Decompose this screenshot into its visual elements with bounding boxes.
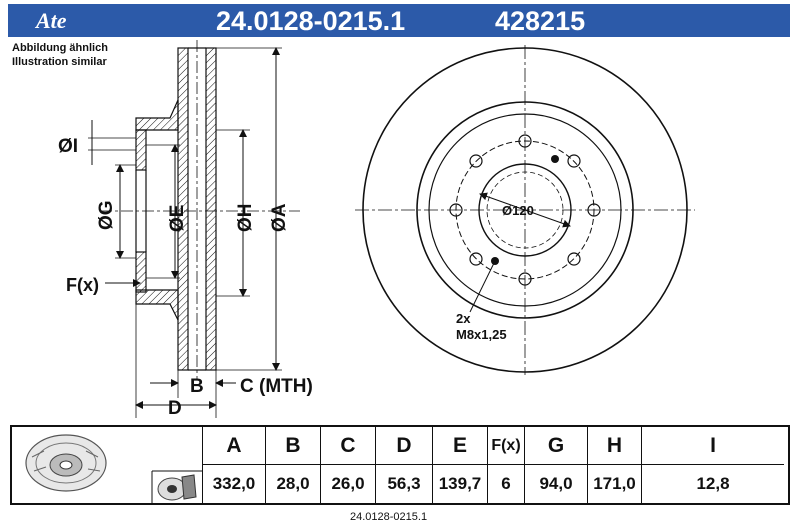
col-header-h: H bbox=[587, 427, 641, 465]
illustration-note-de: Abbildung ähnlich bbox=[12, 42, 108, 54]
value-c: 26,0 bbox=[320, 465, 375, 503]
label-dia-g: ØG bbox=[96, 200, 117, 230]
label-thread-count: 2x bbox=[456, 311, 471, 326]
hub-flange-bottom bbox=[135, 251, 147, 293]
technical-drawing: ØI ØG ØE ØH ØA F(x) B C (MTH) D Ø120 bbox=[58, 40, 695, 419]
hat-top bbox=[135, 99, 179, 131]
bolt-hole bbox=[449, 203, 463, 217]
value-h: 171,0 bbox=[587, 465, 641, 503]
bolt-hole bbox=[469, 154, 483, 168]
footer-part-number: 24.0128-0215.1 bbox=[350, 511, 428, 523]
brake-disc-thumbnail-icon bbox=[25, 434, 107, 492]
value-d: 56,3 bbox=[375, 465, 432, 503]
label-dia-h: ØH bbox=[235, 204, 256, 233]
label-f-x: F(x) bbox=[66, 275, 99, 295]
spec-table: A B C D E F(x) G H I 332,0 28,0 26,0 56,… bbox=[10, 425, 790, 505]
col-header-c: C bbox=[320, 427, 375, 465]
bolt-hole bbox=[567, 252, 581, 266]
value-i: 12,8 bbox=[641, 465, 784, 503]
illustration-note-en: Illustration similar bbox=[12, 56, 107, 68]
bolt-hole bbox=[518, 134, 532, 148]
col-header-g: G bbox=[524, 427, 587, 465]
value-g: 94,0 bbox=[524, 465, 587, 503]
ate-logo-icon: Ate bbox=[36, 8, 67, 33]
value-e: 139,7 bbox=[432, 465, 487, 503]
hat-bottom bbox=[135, 289, 179, 321]
label-dia-i: ØI bbox=[58, 136, 78, 157]
col-header-b: B bbox=[265, 427, 320, 465]
value-b: 28,0 bbox=[265, 465, 320, 503]
value-f: 6 bbox=[487, 465, 524, 503]
label-dia-e: ØE bbox=[167, 205, 188, 232]
label-c-mth: C (MTH) bbox=[240, 376, 313, 397]
hub-flange-top bbox=[135, 129, 147, 171]
cross-section-view: ØI ØG ØE ØH ØA F(x) B C (MTH) D bbox=[58, 40, 313, 419]
spec-grid: A B C D E F(x) G H I 332,0 28,0 26,0 56,… bbox=[202, 427, 788, 503]
bolt-hole bbox=[518, 272, 532, 286]
threaded-hole bbox=[551, 155, 559, 163]
thumbnail-area bbox=[25, 434, 202, 503]
bolt-hole bbox=[567, 154, 581, 168]
col-header-a: A bbox=[202, 427, 265, 465]
inner-plate bbox=[205, 47, 217, 371]
label-d: D bbox=[168, 398, 182, 419]
label-dia-120: Ø120 bbox=[502, 203, 534, 218]
col-header-f: F(x) bbox=[487, 427, 524, 465]
value-a: 332,0 bbox=[202, 465, 265, 503]
col-header-d: D bbox=[375, 427, 432, 465]
label-b: B bbox=[190, 376, 204, 397]
bolt-hole bbox=[587, 203, 601, 217]
reference-number: 428215 bbox=[495, 6, 586, 36]
title-bar: Ate 24.0128-0215.1 428215 bbox=[8, 4, 790, 37]
label-dia-a: ØA bbox=[269, 203, 290, 232]
front-view: Ø120 2x M8x1,25 bbox=[355, 45, 695, 375]
col-header-e: E bbox=[432, 427, 487, 465]
label-thread-spec: M8x1,25 bbox=[456, 327, 507, 342]
brake-caliper-thumbnail-icon bbox=[157, 474, 197, 501]
bolt-hole bbox=[469, 252, 483, 266]
col-header-i: I bbox=[641, 427, 784, 465]
part-number: 24.0128-0215.1 bbox=[216, 6, 406, 36]
